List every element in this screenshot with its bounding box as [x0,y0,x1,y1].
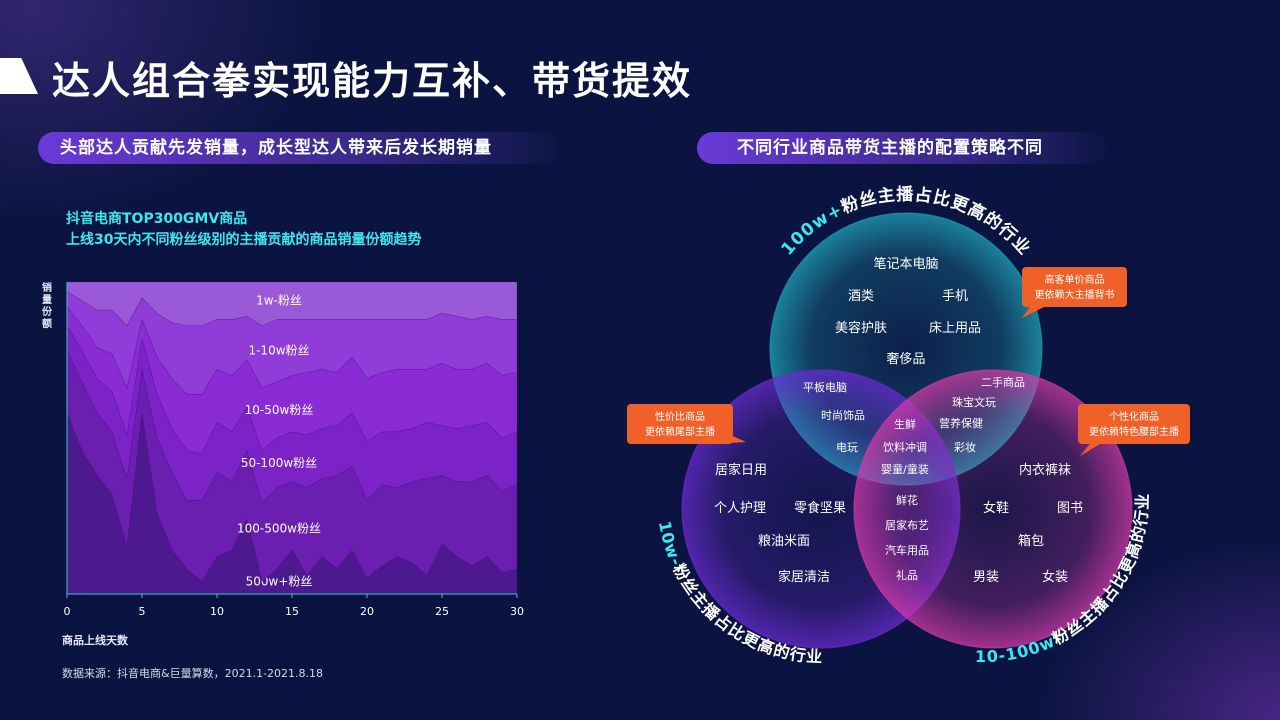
venn-circle-right [853,369,1133,649]
top-left-item-1: 时尚饰品 [821,408,865,422]
callout-text-left-1: 更依赖尾部主播 [645,425,715,438]
right-item-5: 女装 [1042,569,1068,585]
page-title: 达人组合拳实现能力互补、带货提效 [52,59,693,103]
x-tick-label-3: 15 [285,605,299,618]
x-tick-label-6: 30 [510,605,524,618]
top-item-1: 酒类 [848,289,874,304]
series-label-5: 1w-粉丝 [256,294,302,308]
right-item-2: 图书 [1057,501,1083,516]
center-item-1: 饮料冲调 [883,440,927,454]
center-item-0: 生鲜 [894,417,916,431]
top-left-item-2: 电玩 [836,441,858,454]
top-item-0: 笔记本电脑 [873,256,938,272]
left-item-3: 粮油米面 [758,534,810,549]
stacked-area-chart: 500w+粉丝 100-500w粉丝 50-100w粉丝 10-50w粉丝 1-10w粉… [64,281,524,618]
left-item-4: 家居清洁 [778,569,830,585]
top-item-5: 奢侈品 [886,352,925,367]
callout-text-top-0: 高客单价商品 [1045,273,1105,286]
x-tick-label-1: 5 [139,605,146,618]
left-right-item-2: 汽车用品 [885,543,929,557]
left-item-0: 居家日用 [715,462,767,478]
center-item-2: 婴童/童装 [881,462,929,476]
callout-box-top [1022,267,1127,307]
series-label-0: 500w+粉丝 [246,575,313,589]
left-right-item-3: 礼品 [896,568,918,582]
top-item-2: 手机 [942,289,968,304]
callout-tail-top [1022,307,1044,318]
left-item-1: 个人护理 [714,501,766,516]
right-item-0: 内衣裤袜 [1019,462,1071,478]
callout-text-top-1: 更依赖大主播背书 [1035,288,1115,301]
left-section-heading: 头部达人贡献先发销量，成长型达人带来后发长期销量 [38,132,558,164]
series-label-1: 100-500w粉丝 [237,521,321,535]
top-left-item-0: 平板电脑 [803,380,847,394]
right-section-heading: 不同行业商品带货主播的配置策略不同 [697,132,1107,164]
callout-tail-right [1080,444,1100,456]
left-right-item-0: 鲜花 [896,493,918,507]
x-tick-label-5: 25 [435,605,449,618]
chart-title: 抖音电商TOP300GMV商品 上线30天内不同粉丝级别的主播贡献的商品销量份额… [66,209,421,251]
y-axis-label: 销量份额 [42,283,52,330]
callout-box-left [627,404,733,444]
x-tick-label-2: 10 [210,605,224,618]
top-right-item-3: 彩妆 [954,441,976,454]
callout-box-right [1078,404,1190,444]
right-item-4: 男装 [973,570,999,585]
right-item-1: 女鞋 [983,500,1009,516]
callout-text-right-1: 更依赖特色腰部主播 [1089,425,1179,438]
series-label-3: 10-50w粉丝 [245,403,314,417]
chart-title-line-1: 抖音电商TOP300GMV商品 [66,211,248,227]
series-label-4: 1-10w粉丝 [248,344,309,358]
x-axis-label: 商品上线天数 [62,634,128,647]
x-tick-label-0: 0 [64,605,71,618]
title-marker-icon [0,58,38,94]
top-right-item-0: 二手商品 [981,375,1025,389]
top-right-item-2: 营养保健 [939,416,983,430]
callout-text-right-0: 个性化商品 [1109,410,1159,423]
left-right-item-1: 居家布艺 [885,518,929,532]
top-item-3: 美容护肤 [835,320,887,336]
x-tick-label-4: 20 [360,605,374,618]
callout-tail-left [715,434,746,444]
area-series-2 [66,324,518,505]
top-right-item-1: 珠宝文玩 [952,395,996,409]
series-label-2: 50-100w粉丝 [241,456,317,470]
callout-text-left-0: 性价比商品 [655,410,705,423]
data-source: 数据来源：抖音电商&巨量算数，2021.1-2021.8.18 [62,667,324,680]
left-item-2: 零食坚果 [794,500,846,516]
top-item-4: 床上用品 [929,321,981,336]
area-series-5 [66,281,518,327]
chart-title-line-2: 上线30天内不同粉丝级别的主播贡献的商品销量份额趋势 [66,232,422,248]
right-item-3: 箱包 [1018,533,1044,549]
